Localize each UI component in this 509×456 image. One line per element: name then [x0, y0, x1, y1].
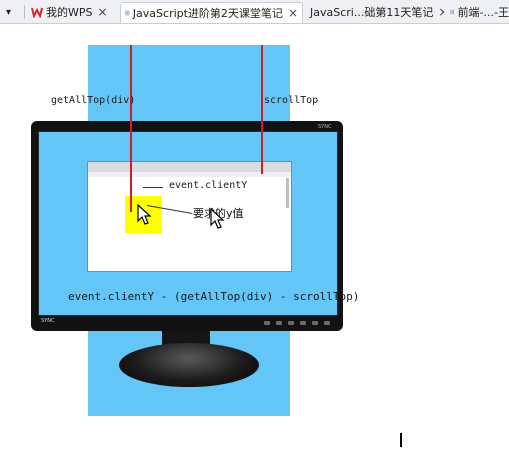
monitor-brand: SYNC	[41, 318, 55, 324]
tab-menu-button[interactable]: ▾	[0, 2, 24, 22]
target-y-label: 要求的y值	[193, 207, 244, 220]
getalltop-label: getAllTop(div)	[51, 95, 136, 106]
getalltop-line	[130, 45, 132, 212]
tab-label: 我的WPS	[46, 6, 93, 19]
tab-bar: ▾ 我的WPS × JavaScript进阶第2天课堂笔记 × JavaScri…	[0, 0, 509, 24]
close-icon[interactable]: ×	[438, 5, 444, 19]
document-icon	[125, 10, 130, 16]
formula-text: event.clientY - (getAllTop(div) - scroll…	[68, 290, 360, 303]
scrolltop-label: scrollTop	[264, 95, 319, 106]
tab-separator	[24, 5, 25, 19]
arrow-cursor-icon	[210, 208, 225, 229]
close-icon[interactable]: ×	[287, 6, 298, 20]
clienty-label: event.clientY	[169, 180, 248, 191]
tab-javascript-day11-notes[interactable]: JavaScri...础第11天笔记 ×	[303, 2, 444, 22]
close-icon[interactable]: ×	[97, 5, 108, 19]
tab-label: JavaScri...础第11天笔记	[310, 6, 434, 19]
document-icon	[450, 9, 454, 15]
tab-javascript-day2-notes[interactable]: JavaScript进阶第2天课堂笔记 ×	[120, 2, 303, 23]
browser-scrollbar	[286, 178, 289, 208]
tab-label: JavaScript进阶第2天课堂笔记	[132, 7, 283, 20]
browser-address-bar	[88, 172, 291, 177]
tab-label: 前端-...-王	[457, 6, 509, 19]
tab-frontend[interactable]: 前端-...-王	[446, 2, 509, 22]
text-cursor-icon	[400, 433, 402, 447]
browser-window	[87, 161, 292, 272]
clienty-pointer-line	[143, 187, 163, 188]
wps-icon	[31, 7, 43, 18]
chevron-down-icon: ▾	[6, 6, 12, 18]
monitor-brand-top: SYNC	[318, 124, 332, 130]
getalltop-line-overlay	[130, 196, 132, 212]
scrolltop-line	[261, 45, 263, 174]
tab-my-wps[interactable]: 我的WPS ×	[27, 2, 117, 22]
monitor-stand	[119, 343, 259, 387]
arrow-cursor-icon	[137, 204, 152, 225]
monitor-buttons	[264, 321, 338, 326]
